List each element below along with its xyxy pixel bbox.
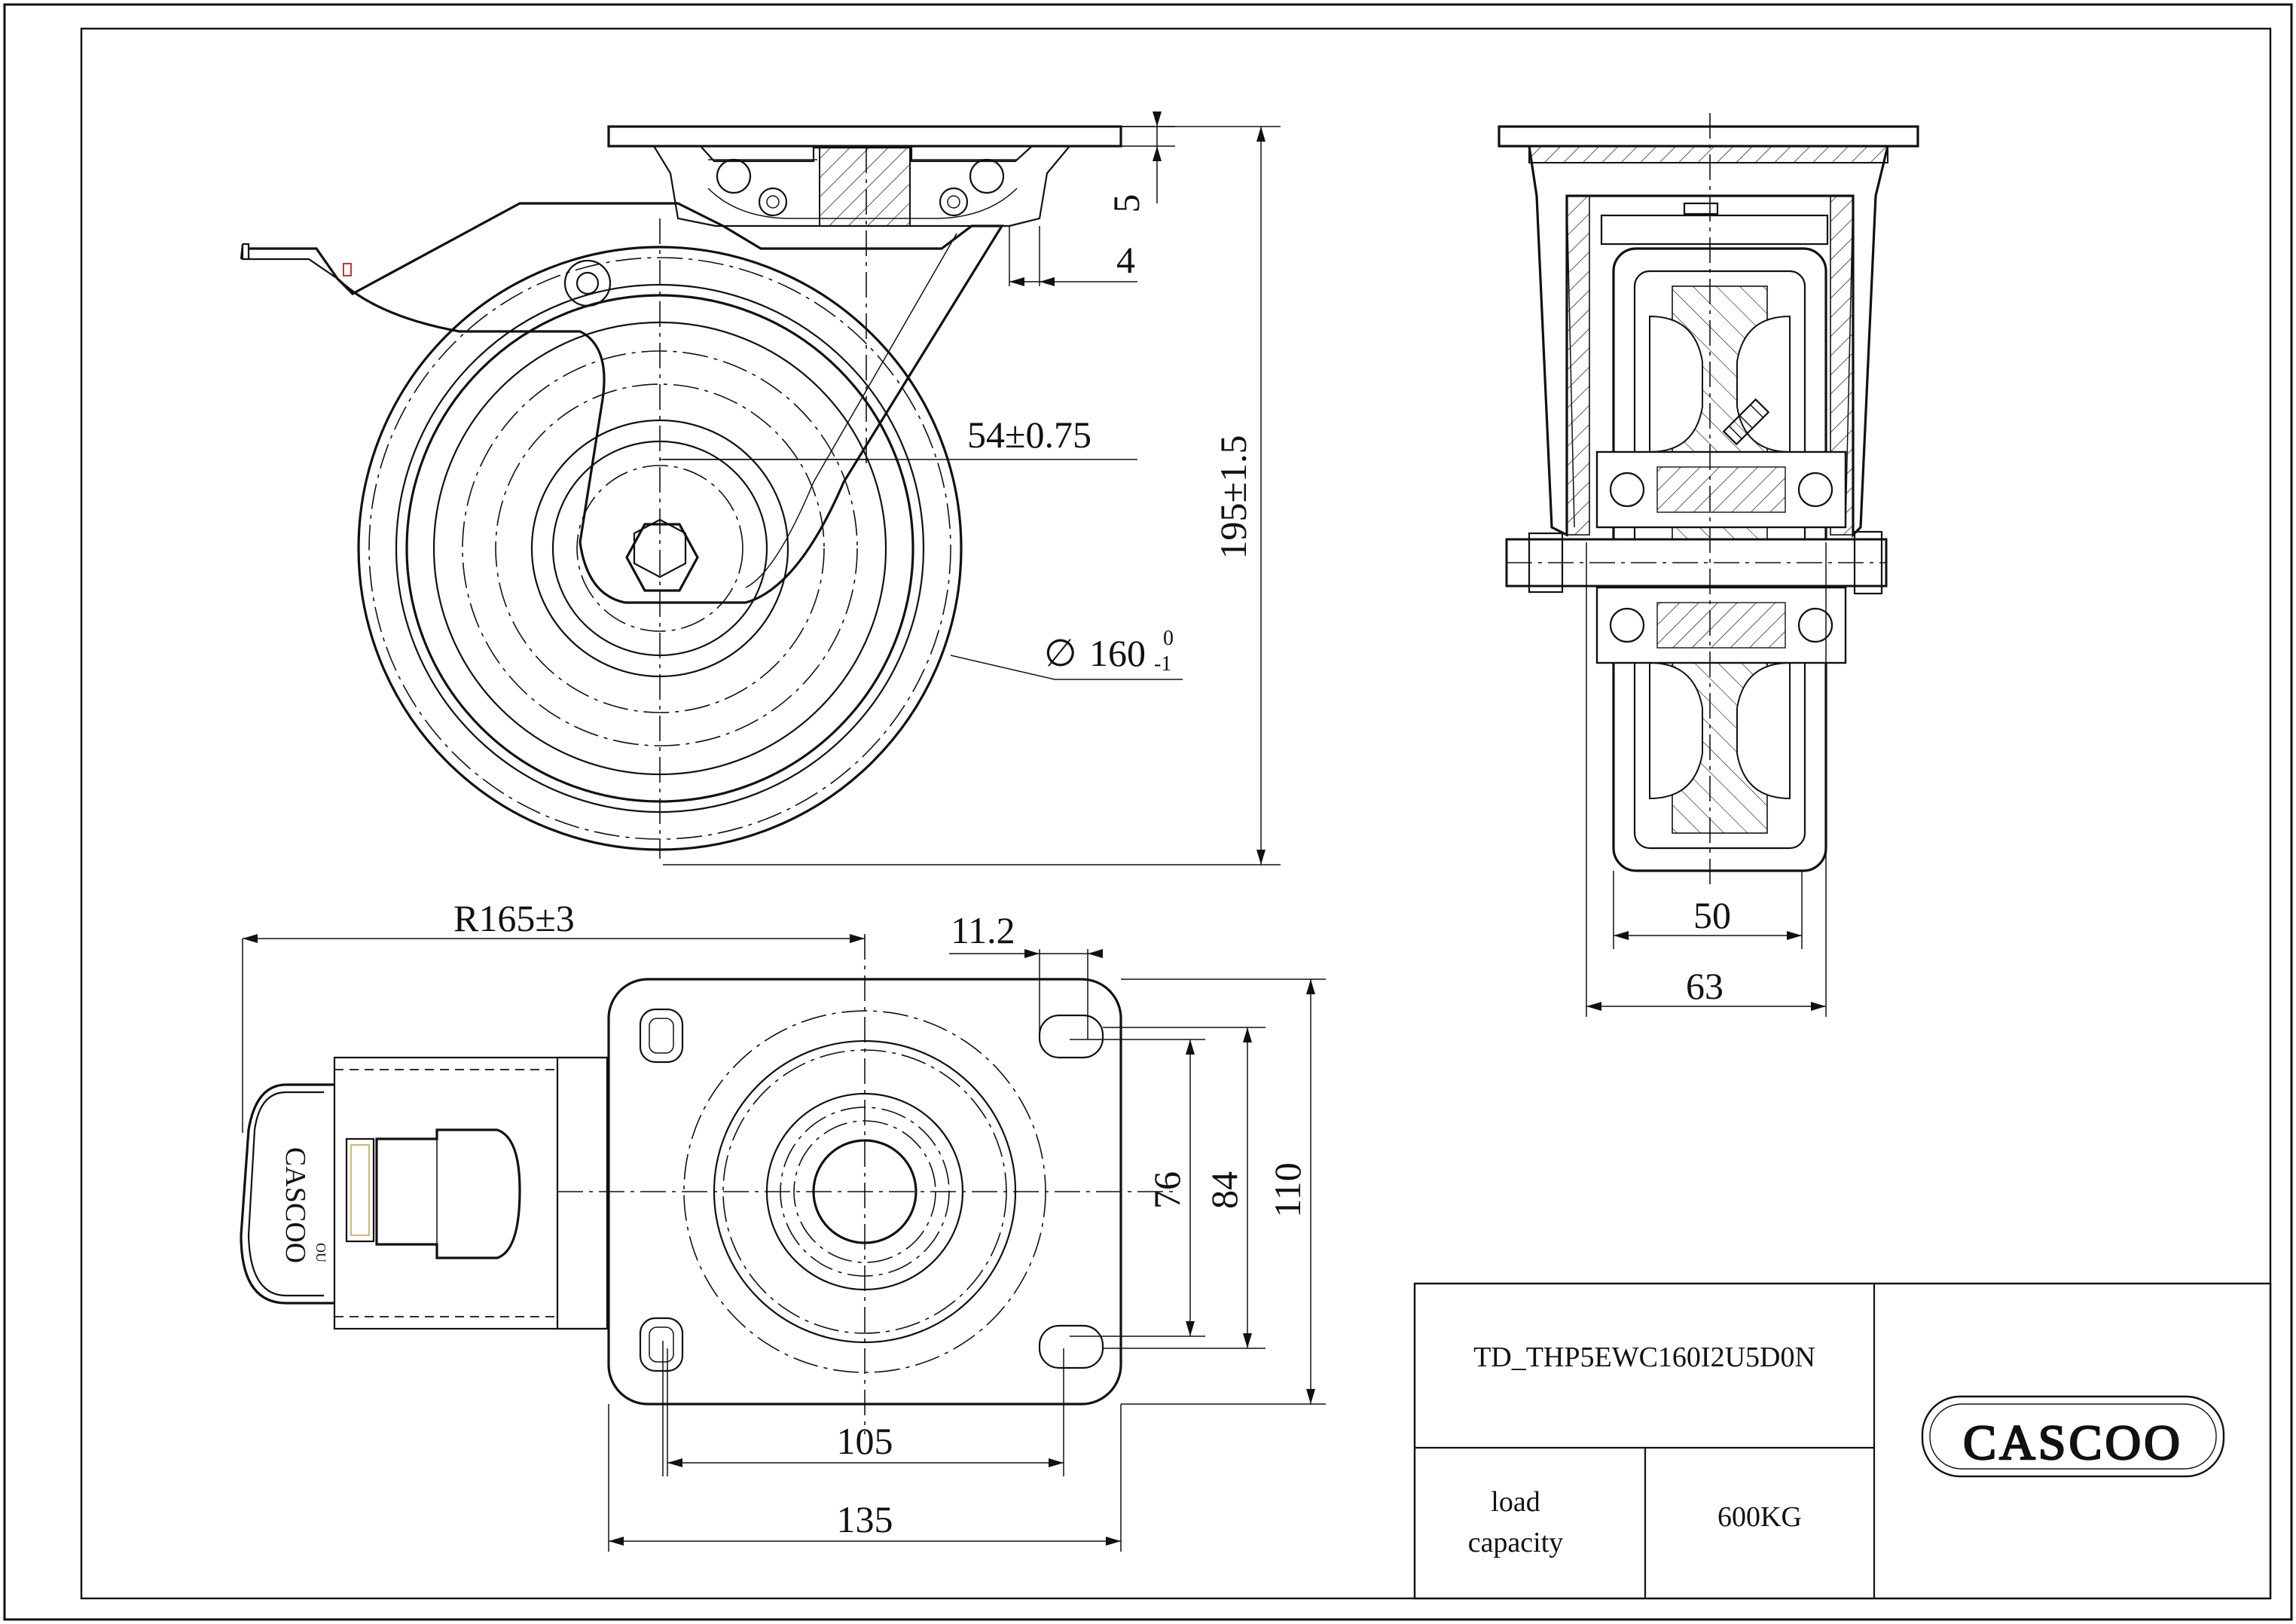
dim-hole-spacing-84: 84 bbox=[1203, 1171, 1245, 1209]
dim-wheel-width: 50 bbox=[1693, 894, 1731, 936]
dim-overall-height: 195±1.5 bbox=[1212, 435, 1254, 560]
dim-plate-width: 110 bbox=[1266, 1162, 1308, 1217]
brand-logo: CASCOO bbox=[1921, 1395, 2225, 1478]
dimension-lines bbox=[242, 111, 1827, 1552]
dim-diameter-tol-lower: -1 bbox=[1154, 652, 1171, 676]
dim-diameter-tol-upper: 0 bbox=[1163, 627, 1174, 650]
dimension-labels: 5 4 54±0.75 195±1.5 ∅ 160 0 -1 R165±3 11… bbox=[453, 194, 1731, 1541]
load-value: 600KG bbox=[1717, 1501, 1802, 1533]
dim-bracket-width: 63 bbox=[1686, 965, 1724, 1007]
top-view: CASCOO OU bbox=[240, 934, 1175, 1476]
front-view bbox=[1498, 113, 1919, 889]
load-label-line2: capacity bbox=[1468, 1527, 1564, 1558]
dim-plate-length: 135 bbox=[837, 1498, 893, 1540]
part-number: TD_THP5EWC160I2U5D0N bbox=[1473, 1342, 1815, 1373]
dim-flange-offset: 4 bbox=[1116, 239, 1135, 281]
dim-hole-spacing-76: 76 bbox=[1146, 1171, 1188, 1209]
brake-mark: OU bbox=[313, 1243, 328, 1262]
dim-plate-offset: 5 bbox=[1105, 194, 1147, 213]
brand-logo-text: CASCOO bbox=[1963, 1415, 2183, 1470]
dim-diameter-symbol: ∅ bbox=[1044, 632, 1077, 674]
dim-swivel-offset: 54±0.75 bbox=[967, 414, 1092, 456]
dim-slot-offset: 11.2 bbox=[951, 909, 1015, 951]
load-label-line1: load bbox=[1491, 1486, 1540, 1518]
side-view bbox=[240, 125, 1122, 859]
dim-wheel-diameter: 160 bbox=[1089, 632, 1146, 674]
sheet-border bbox=[3, 3, 2293, 1621]
title-block: TD_THP5EWC160I2U5D0N load capacity 600KG… bbox=[1413, 1282, 2272, 1600]
dim-swivel-radius: R165±3 bbox=[453, 897, 575, 939]
dim-hole-spacing-105: 105 bbox=[837, 1420, 893, 1462]
brake-logo: CASCOO bbox=[279, 1147, 311, 1263]
